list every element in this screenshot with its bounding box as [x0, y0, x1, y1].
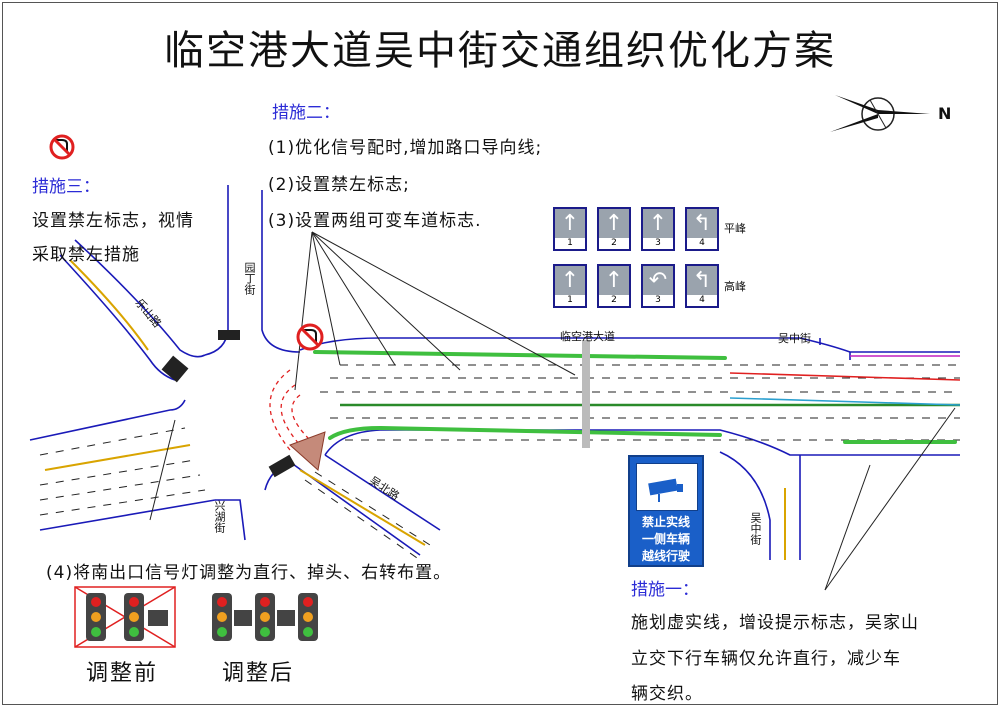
- street-label-wuzhong-top: 吴中街: [778, 332, 811, 345]
- main-road-north-edge: [299, 337, 960, 353]
- straight-arrow-icon: ↑: [604, 211, 624, 236]
- traffic-light-after-graphic: [212, 593, 318, 641]
- yuanding-west-edge: [204, 185, 229, 356]
- measure3-line-1: 设置禁左标志，视情: [32, 211, 194, 231]
- no-left-turn-sign-icon: [49, 134, 75, 160]
- straight-arrow-icon: ↑: [604, 268, 624, 293]
- west-edge-south: [39, 499, 216, 531]
- measure1-line-1: 施划虚实线，增设提示标志，吴家山: [631, 613, 919, 633]
- lane-sign-rush-3: ↶3: [641, 264, 675, 308]
- warning-sign: 禁止实线 一侧车辆 越线行驶: [628, 455, 704, 567]
- compass-north-label: N: [938, 104, 952, 123]
- straight-left-arrow-icon: ↰: [692, 211, 712, 236]
- lexin-edge-a: [59, 254, 176, 381]
- measure2-item-1: (1)优化信号配时,增加路口导向线;: [268, 138, 543, 158]
- lane-sign-rush-2: ↑2: [597, 264, 631, 308]
- traffic-light-before-graphic: [74, 586, 176, 648]
- lexin-edge-b: [74, 239, 206, 358]
- before-label: 调整前: [86, 661, 159, 686]
- warning-sign-line-3: 越线行驶: [641, 549, 690, 563]
- street-label-wuzhong-right: 吴中街: [749, 512, 762, 545]
- straight-arrow-icon: ↑: [560, 268, 580, 293]
- camera-icon: [636, 463, 698, 511]
- measure1-line-2: 立交下行车辆仅允许直行，减少车: [631, 649, 901, 669]
- street-label-xinghu: 兴湖街: [213, 500, 226, 533]
- u-turn-arrow-icon: ↶: [648, 268, 668, 293]
- xinghu-west-edge: [215, 499, 246, 541]
- measure3-line-2: 采取禁左措施: [32, 245, 140, 265]
- measure4-text: (4)将南出口信号灯调整为直行、掉头、右转布置。: [46, 563, 452, 583]
- measure1-line-3: 辆交织。: [631, 684, 703, 704]
- page-title: 临空港大道吴中街交通组织优化方案: [164, 28, 836, 74]
- lane-sign-peak-4: ↰4: [685, 207, 719, 251]
- measure2-heading: 措施二：: [272, 103, 340, 123]
- straight-arrow-icon: ↑: [648, 211, 668, 236]
- measure2-item-2: (2)设置禁左标志;: [268, 175, 410, 195]
- west-edge-north: [29, 399, 186, 441]
- yuanding-east-edge: [261, 190, 301, 353]
- lane-sign-rush-label: 高峰: [724, 280, 746, 293]
- warning-sign-line-1: 禁止实线: [641, 515, 690, 529]
- warning-sign-line-2: 一侧车辆: [641, 532, 690, 546]
- compass-icon: [830, 95, 930, 132]
- wubei-edge-b: [324, 454, 441, 531]
- south-branch-edge-a: [719, 451, 771, 560]
- straight-left-arrow-icon: ↰: [692, 268, 712, 293]
- lane-sign-peak-3: ↑3: [641, 207, 675, 251]
- lane-sign-rush-1: ↑1: [553, 264, 587, 308]
- after-label: 调整后: [222, 661, 295, 686]
- lane-sign-peak-1: ↑1: [553, 207, 587, 251]
- lane-sign-peak-2: ↑2: [597, 207, 631, 251]
- lane-sign-rush-4: ↰4: [685, 264, 719, 308]
- no-left-turn-sign-road: [296, 323, 324, 351]
- straight-arrow-icon: ↑: [560, 211, 580, 236]
- measure1-heading: 措施一：: [631, 580, 699, 600]
- measure2-item-3: (3)设置两组可变车道标志.: [268, 211, 482, 231]
- main-road-south-edge: [324, 429, 960, 456]
- measure3-heading: 措施三：: [32, 177, 100, 197]
- lane-sign-peak-label: 平峰: [724, 222, 746, 235]
- street-label-yuanding: 园丁街: [243, 262, 256, 295]
- street-label-linkonggang: 临空港大道: [560, 330, 615, 343]
